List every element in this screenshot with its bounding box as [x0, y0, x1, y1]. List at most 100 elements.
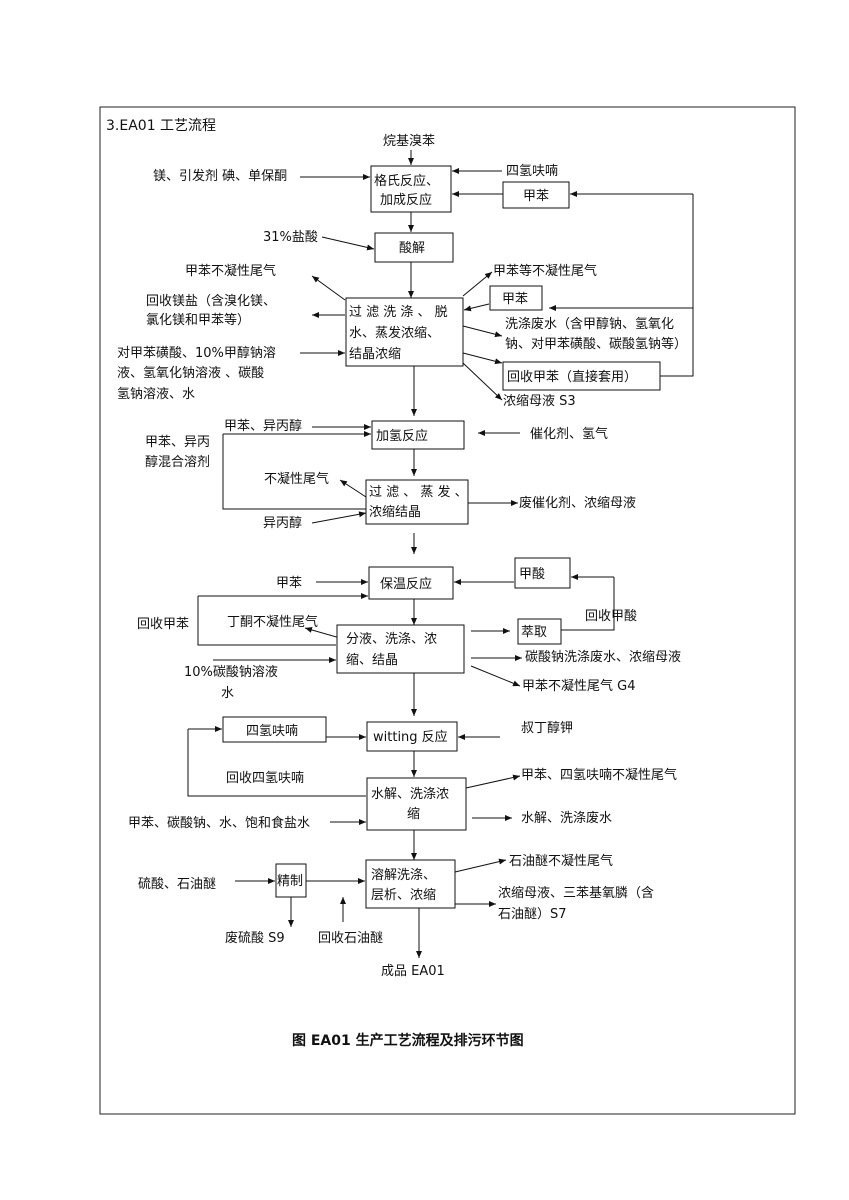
box-recover-toluene-label: 回收甲苯（直接套用） [507, 369, 637, 385]
label-wash-waste-line1: 洗涤废水（含甲醇钠、氢氧化 [505, 316, 674, 332]
recover-thf-line [187, 729, 366, 797]
box-formic-acid: 甲酸 [514, 557, 571, 589]
label-mixed-solvent-line1: 甲苯、异丙 [145, 435, 210, 450]
label-recover-formic: 回收甲酸 [585, 609, 637, 624]
label-inputs-filter1-line1: 对甲苯磺酸、10%甲醇钠溶 [117, 345, 276, 361]
label-hydrolysis-waste: 水解、洗涤废水 [521, 810, 612, 826]
box-filter2-line2: 浓缩结晶 [369, 504, 421, 520]
label-ktbuo: 叔丁醇钾 [521, 720, 573, 736]
arrow-thf-gas [465, 774, 521, 789]
box-dissolve-line2: 层析、浓缩 [371, 887, 436, 903]
label-toluene-ipa: 甲苯、异丙醇 [224, 418, 302, 434]
label-hydrolysis-inputs: 甲苯、碳酸钠、水、饱和食盐水 [128, 815, 310, 831]
label-s7-line1: 浓缩母液、三苯基氧膦（含 [498, 885, 654, 901]
label-s3: 浓缩母液 S3 [503, 393, 576, 409]
box-toluene-mid-label: 甲苯 [502, 292, 528, 307]
box-dissolve: 溶解洗涤、 层析、浓缩 [365, 859, 456, 909]
label-toluene-gas2: 甲苯等不凝性尾气 [493, 263, 597, 279]
arrow-toluene-gas1 [311, 275, 346, 301]
label-inputs-filter1-line2: 液、氢氧化钠溶液 、碳酸 [117, 366, 264, 381]
box-grignard: 格氏反应、 加成反应 [370, 165, 452, 213]
arrow-s3 [462, 362, 503, 401]
box-grignard-line1: 格氏反应、 [374, 173, 439, 189]
label-na2co3-waste: 碳酸钠洗涤废水、浓缩母液 [525, 649, 681, 665]
box-hydrolysis-line2: 缩 [407, 806, 420, 822]
box-refine: 精制 [275, 863, 307, 898]
box-separation: 分液、洗涤、浓 缩、结晶 [336, 624, 465, 674]
label-inputs-filter1-line3: 氢钠溶液、水 [117, 387, 195, 402]
box-separation-line1: 分液、洗涤、浓 [346, 632, 437, 647]
label-wash-waste-line2: 钠、对甲苯磺酸、碳酸氢钠等） [505, 336, 687, 352]
box-toluene-in: 甲苯 [502, 181, 570, 209]
box-separation-line2: 缩、结晶 [346, 652, 398, 668]
box-extraction-label: 萃取 [521, 625, 547, 640]
label-thf-gas: 甲苯、四氢呋喃不凝性尾气 [521, 767, 677, 783]
arrow-wash-waste [462, 325, 503, 338]
box-insulation-label: 保温反应 [380, 576, 432, 592]
label-recover-pe: 回收石油醚 [318, 931, 383, 946]
box-dissolve-line1: 溶解洗涤、 [371, 868, 436, 883]
box-hydrolysis-line1: 水解、洗涤浓 [371, 787, 449, 802]
label-h2so4-pe: 硫酸、石油醚 [138, 877, 216, 892]
box-thf-label: 四氢呋喃 [246, 724, 298, 739]
box-filter1: 过 滤 洗 涤 、 脱 水、蒸发浓缩、 结晶浓缩 [345, 297, 464, 367]
box-extraction: 萃取 [517, 618, 562, 645]
box-recover-toluene: 回收甲苯（直接套用） [502, 361, 661, 391]
label-g4: 甲苯不凝性尾气 G4 [522, 678, 635, 694]
label-acetone-gas: 丁酮不凝性尾气 [227, 614, 318, 630]
label-waste-catalyst: 废催化剂、浓缩母液 [519, 495, 636, 511]
box-toluene-mid: 甲苯 [489, 285, 543, 311]
label-mg-inputs: 镁、引发剂 碘、单保酮 [153, 168, 287, 184]
box-formic-acid-label: 甲酸 [519, 567, 545, 582]
arrow-noncond-gas [339, 479, 367, 498]
label-na2co3-in-line1: 10%碳酸钠溶液 [184, 665, 278, 680]
box-filter2: 过 滤 、 蒸 发 、 浓缩结晶 [365, 479, 469, 525]
label-recover-toluene2: 回收甲苯 [137, 617, 189, 632]
label-s7-line2: 石油醚）S7 [498, 907, 567, 922]
box-refine-label: 精制 [277, 874, 303, 889]
label-mixed-solvent-line2: 醇混合溶剂 [145, 454, 210, 470]
box-grignard-line2: 加成反应 [380, 192, 432, 208]
label-pe-gas: 石油醚不凝性尾气 [509, 853, 613, 869]
box-witting: witting 反应 [366, 721, 458, 752]
box-filter1-line2: 水、蒸发浓缩、 [349, 325, 440, 341]
box-thf: 四氢呋喃 [222, 716, 327, 743]
box-filter2-line1: 过 滤 、 蒸 发 、 [369, 484, 468, 500]
label-catalyst-h2: 催化剂、氢气 [530, 426, 608, 442]
label-recover-mg-line2: 氯化镁和甲苯等） [146, 312, 250, 328]
mixed-solvent-loop [222, 434, 370, 510]
box-filter1-line3: 结晶浓缩 [349, 346, 401, 362]
label-thf-in: 四氢呋喃 [506, 164, 558, 179]
label-recover-thf: 回收四氢呋喃 [226, 771, 304, 786]
box-hydrolysis: 水解、洗涤浓 缩 [366, 777, 467, 831]
box-hydrogenation-label: 加氢反应 [376, 428, 428, 444]
label-na2co3-in-line2: 水 [221, 686, 234, 701]
box-filter1-line1: 过 滤 洗 涤 、 脱 [349, 305, 448, 320]
label-toluene-gas1: 甲苯不凝性尾气 [185, 263, 276, 279]
label-hcl: 31%盐酸 [263, 230, 318, 245]
box-witting-label: witting 反应 [373, 729, 448, 745]
box-insulation: 保温反应 [368, 566, 454, 600]
recover-toluene2-line [197, 596, 336, 646]
label-s9: 废硫酸 S9 [225, 930, 285, 946]
figure-caption: 图 EA01 生产工艺流程及排污环节图 [292, 1032, 524, 1049]
label-ipa: 异丙醇 [263, 515, 302, 531]
arrow-hcl [321, 236, 375, 251]
label-toluene-in3: 甲苯 [276, 576, 302, 591]
label-alkyl-bromobenzene: 烷基溴苯 [383, 134, 435, 149]
label-recover-mg-line1: 回收镁盐（含溴化镁、 [146, 293, 276, 309]
recycle-line-vertical [660, 194, 694, 377]
box-acidolysis-label: 酸解 [399, 241, 425, 256]
arrow-g4 [470, 665, 521, 687]
arrow-pe-gas [454, 858, 507, 873]
page-frame [99, 106, 796, 1115]
box-toluene-in-label: 甲苯 [523, 189, 549, 204]
arrow-ipa [311, 511, 367, 524]
arrow-to-recover-toluene [462, 352, 503, 365]
label-product: 成品 EA01 [381, 964, 445, 979]
arrow-toluene-gas2 [462, 271, 493, 297]
section-heading: 3.EA01 工艺流程 [106, 118, 216, 134]
box-acidolysis: 酸解 [374, 232, 454, 263]
formic-recycle-line [561, 577, 615, 631]
